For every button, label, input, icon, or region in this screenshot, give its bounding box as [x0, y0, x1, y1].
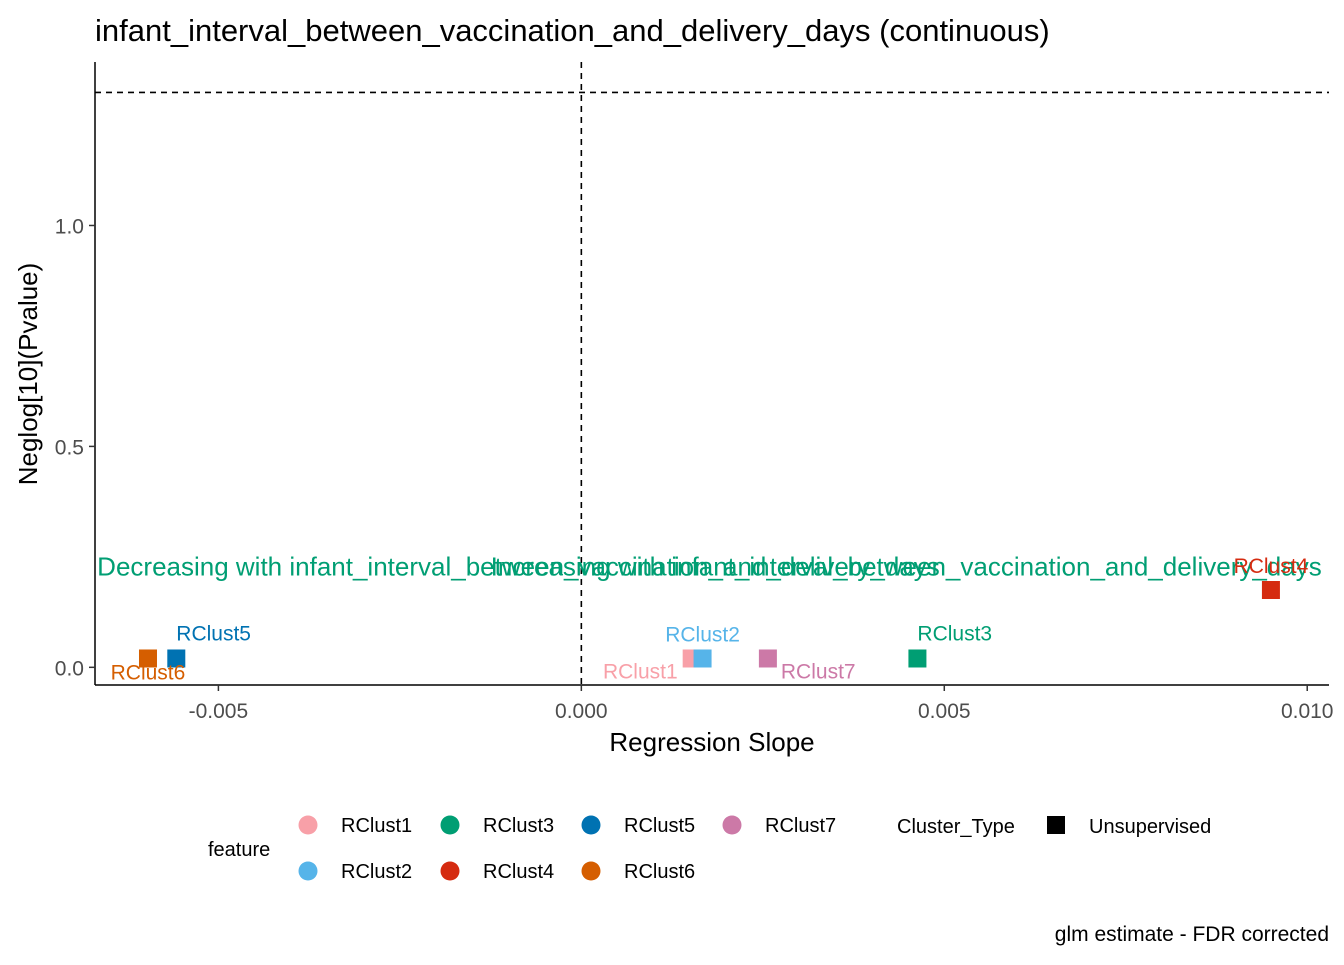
legend-label-rclust7: RClust7	[765, 815, 836, 837]
x-tick-label: -0.005	[189, 700, 249, 723]
legend-label-rclust6: RClust6	[624, 861, 695, 883]
point-label-rclust4: RClust4	[1234, 555, 1309, 578]
point-rclust3	[908, 649, 927, 668]
legend-label-rclust4: RClust4	[483, 861, 554, 883]
point-rclust2	[693, 649, 712, 668]
point-label-rclust7: RClust7	[781, 660, 856, 683]
x-axis-label: Regression Slope	[609, 727, 814, 757]
point-label-rclust3: RClust3	[917, 622, 992, 645]
point-rclust7	[758, 649, 777, 668]
legend-title-feature: feature	[208, 839, 270, 861]
plot-area: Decreasing with infant_interval_between_…	[95, 62, 1329, 685]
x-tick-label: 0.005	[918, 700, 971, 723]
point-rclust5	[167, 649, 186, 668]
legend-label-rclust2: RClust2	[341, 861, 412, 883]
legend-key-rclust5	[581, 815, 601, 835]
legend-label-rclust1: RClust1	[341, 815, 412, 837]
annotation-0: Decreasing with infant_interval_between_…	[97, 552, 940, 582]
legend-label-rclust5: RClust5	[624, 815, 695, 837]
point-label-rclust2: RClust2	[665, 623, 740, 646]
legend-key-rclust4	[440, 861, 460, 881]
y-tick-label: 0.5	[55, 436, 84, 459]
point-rclust6	[138, 649, 157, 668]
legend-key-unsupervised	[1047, 816, 1065, 834]
y-tick-label: 0.0	[55, 657, 84, 680]
x-tick-label: 0.010	[1281, 700, 1334, 723]
y-axis-label: Neglog[10](Pvalue)	[13, 263, 43, 486]
legend-key-rclust2	[298, 861, 318, 881]
annotation-1: Increasing with infant_interval_between_…	[491, 552, 1322, 582]
point-label-rclust5: RClust5	[176, 622, 251, 645]
point-label-rclust6: RClust6	[111, 661, 186, 684]
legend-title-cluster-type: Cluster_Type	[897, 816, 1015, 838]
legend-label-rclust3: RClust3	[483, 815, 554, 837]
legend-key-rclust3	[440, 815, 460, 835]
legend-key-rclust1	[298, 815, 318, 835]
chart-caption: glm estimate - FDR corrected	[1055, 923, 1329, 946]
chart-title: infant_interval_between_vaccination_and_…	[95, 13, 1050, 48]
y-tick-label: 1.0	[55, 215, 84, 238]
point-label-rclust1: RClust1	[603, 660, 678, 683]
point-rclust4	[1261, 581, 1280, 600]
legend-key-rclust6	[581, 861, 601, 881]
legend-label-unsupervised: Unsupervised	[1089, 816, 1211, 838]
y-axis-ticks: 0.0 0.5 1.0	[55, 215, 95, 680]
x-tick-label: 0.000	[555, 700, 608, 723]
x-axis-ticks: -0.005 0.000 0.005 0.010	[189, 685, 1334, 723]
legend-key-rclust7	[722, 815, 742, 835]
